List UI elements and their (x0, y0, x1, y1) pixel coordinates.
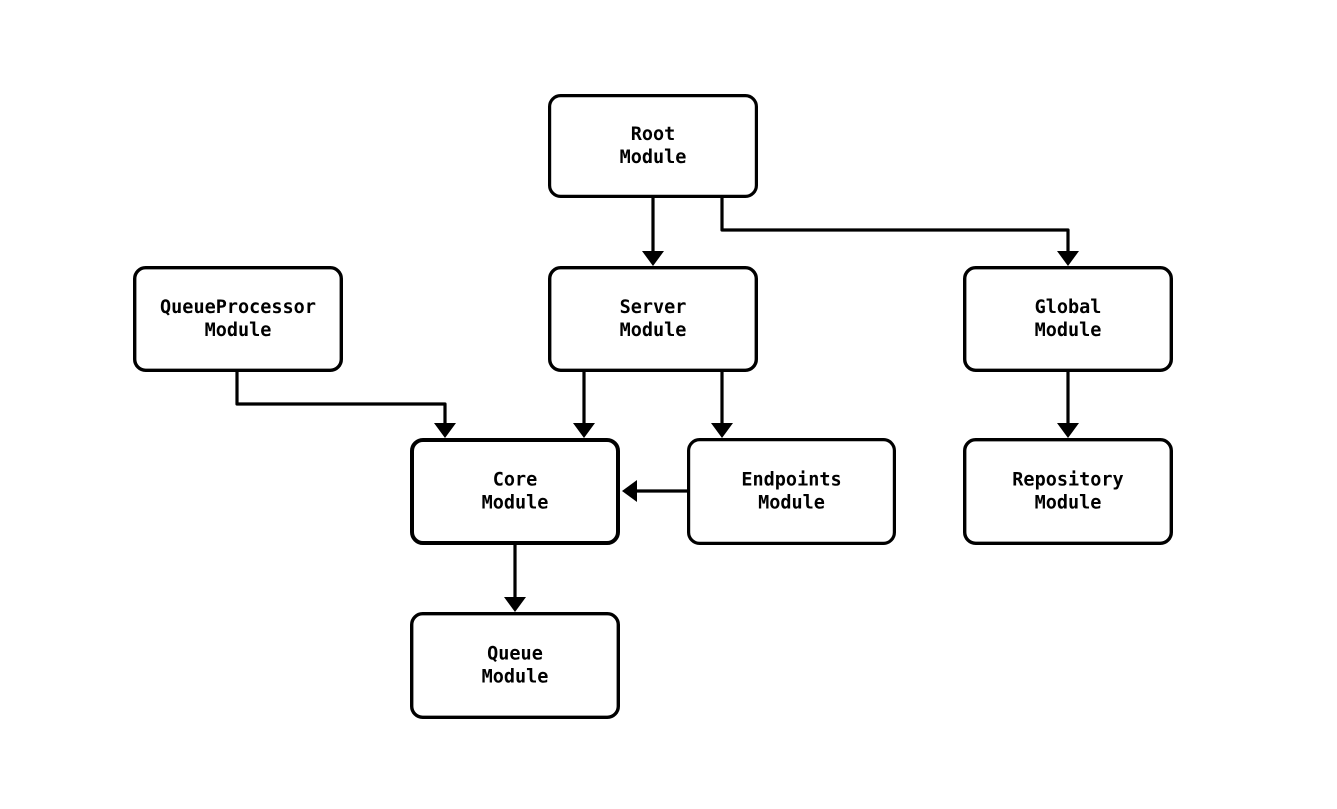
edge-server-to-core-arrowhead (573, 423, 595, 438)
edge-endpoints-to-core-arrowhead (622, 480, 637, 502)
edge-core-to-queue-arrowhead (504, 597, 526, 612)
core-module-node-label-line2: Module (482, 493, 549, 514)
queue-module-node-rect[interactable] (410, 612, 621, 720)
edge-queueprocessor-to-core (235, 372, 456, 438)
repository-module-node-label-line2: Module (1035, 493, 1102, 514)
server-module-node-label-line2: Module (620, 320, 687, 341)
endpoints-module-node-rect[interactable] (686, 438, 896, 546)
queueprocessor-module-node-label-line2: Module (205, 320, 272, 341)
edge-global-to-repository-arrowhead (1057, 423, 1079, 438)
edge-global-to-repository (1057, 372, 1079, 438)
global-module-node-label-line1: Global (1035, 297, 1102, 318)
edge-root-to-server (642, 198, 664, 266)
edge-root-to-global (720, 198, 1079, 266)
edge-server-to-core (573, 372, 595, 438)
root-module-node-label-line2: Module (620, 147, 687, 168)
edge-root-to-global-arrowhead (1057, 251, 1079, 266)
core-module-node-label-line1: Core (493, 470, 538, 491)
queue-module-node-label-line2: Module (482, 667, 549, 688)
core-module-node-rect[interactable] (410, 438, 620, 545)
edge-server-to-endpoints (711, 372, 733, 438)
edge-queueprocessor-to-core-arrowhead (434, 423, 456, 438)
queue-module-node-label-line1: Queue (487, 644, 543, 665)
endpoints-module-node-label-line2: Module (758, 493, 825, 514)
edge-queueprocessor-to-core-line (235, 372, 447, 424)
edge-root-to-server-arrowhead (642, 251, 664, 266)
nodes-layer: RootModuleQueueProcessorModuleServerModu… (132, 93, 1174, 720)
repository-module-node-label-line1: Repository (1012, 470, 1123, 491)
repository-module-node-rect[interactable] (963, 438, 1174, 546)
queueprocessor-module-node-rect[interactable] (132, 266, 344, 373)
endpoints-module-node-label-line1: Endpoints (741, 470, 841, 491)
global-module-node-rect[interactable] (963, 266, 1174, 373)
edge-root-to-global-line (720, 198, 1070, 252)
edge-endpoints-to-core (622, 480, 687, 502)
root-module-node-rect[interactable] (547, 93, 758, 199)
global-module-node-label-line2: Module (1035, 320, 1102, 341)
root-module-node-label-line1: Root (631, 124, 676, 145)
edge-core-to-queue (504, 545, 526, 612)
server-module-node-rect[interactable] (548, 266, 759, 373)
edge-server-to-endpoints-arrowhead (711, 423, 733, 438)
edges-layer (235, 198, 1079, 612)
server-module-node-label-line1: Server (620, 297, 687, 318)
queueprocessor-module-node-label-line1: QueueProcessor (160, 297, 316, 318)
